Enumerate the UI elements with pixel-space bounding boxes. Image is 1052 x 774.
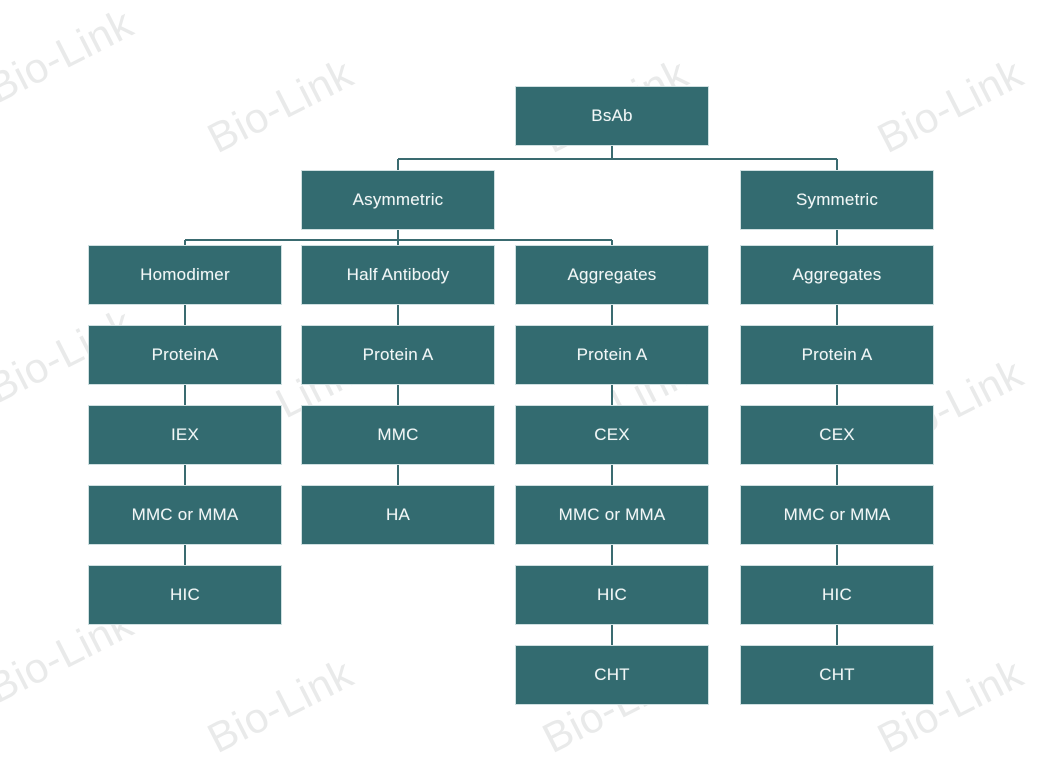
node-col-aggregates-sym-step-3[interactable]: MMC or MMA (740, 485, 934, 545)
node-col-half-antibody-step-3[interactable]: HA (301, 485, 495, 545)
node-col-aggregates-sym-step-2[interactable]: CEX (740, 405, 934, 465)
node-col-homodimer-step-3[interactable]: MMC or MMA (88, 485, 282, 545)
node-col-homodimer-step-1[interactable]: ProteinA (88, 325, 282, 385)
node-col-aggregates-asym-step-3[interactable]: MMC or MMA (515, 485, 709, 545)
node-col-aggregates-sym-step-1[interactable]: Protein A (740, 325, 934, 385)
node-col-homodimer-step-2[interactable]: IEX (88, 405, 282, 465)
node-col-aggregates-asym-step-0[interactable]: Aggregates (515, 245, 709, 305)
node-col-half-antibody-step-1[interactable]: Protein A (301, 325, 495, 385)
node-branch-asymmetric[interactable]: Asymmetric (301, 170, 495, 230)
node-col-half-antibody-step-0[interactable]: Half Antibody (301, 245, 495, 305)
node-col-aggregates-asym-step-5[interactable]: CHT (515, 645, 709, 705)
node-col-aggregates-sym-step-0[interactable]: Aggregates (740, 245, 934, 305)
node-col-half-antibody-step-2[interactable]: MMC (301, 405, 495, 465)
node-bsab[interactable]: BsAb (515, 86, 709, 146)
node-col-aggregates-asym-step-4[interactable]: HIC (515, 565, 709, 625)
node-col-homodimer-step-4[interactable]: HIC (88, 565, 282, 625)
node-col-aggregates-asym-step-2[interactable]: CEX (515, 405, 709, 465)
node-col-homodimer-step-0[interactable]: Homodimer (88, 245, 282, 305)
node-col-aggregates-sym-step-5[interactable]: CHT (740, 645, 934, 705)
node-col-aggregates-asym-step-1[interactable]: Protein A (515, 325, 709, 385)
node-branch-symmetric[interactable]: Symmetric (740, 170, 934, 230)
node-col-aggregates-sym-step-4[interactable]: HIC (740, 565, 934, 625)
